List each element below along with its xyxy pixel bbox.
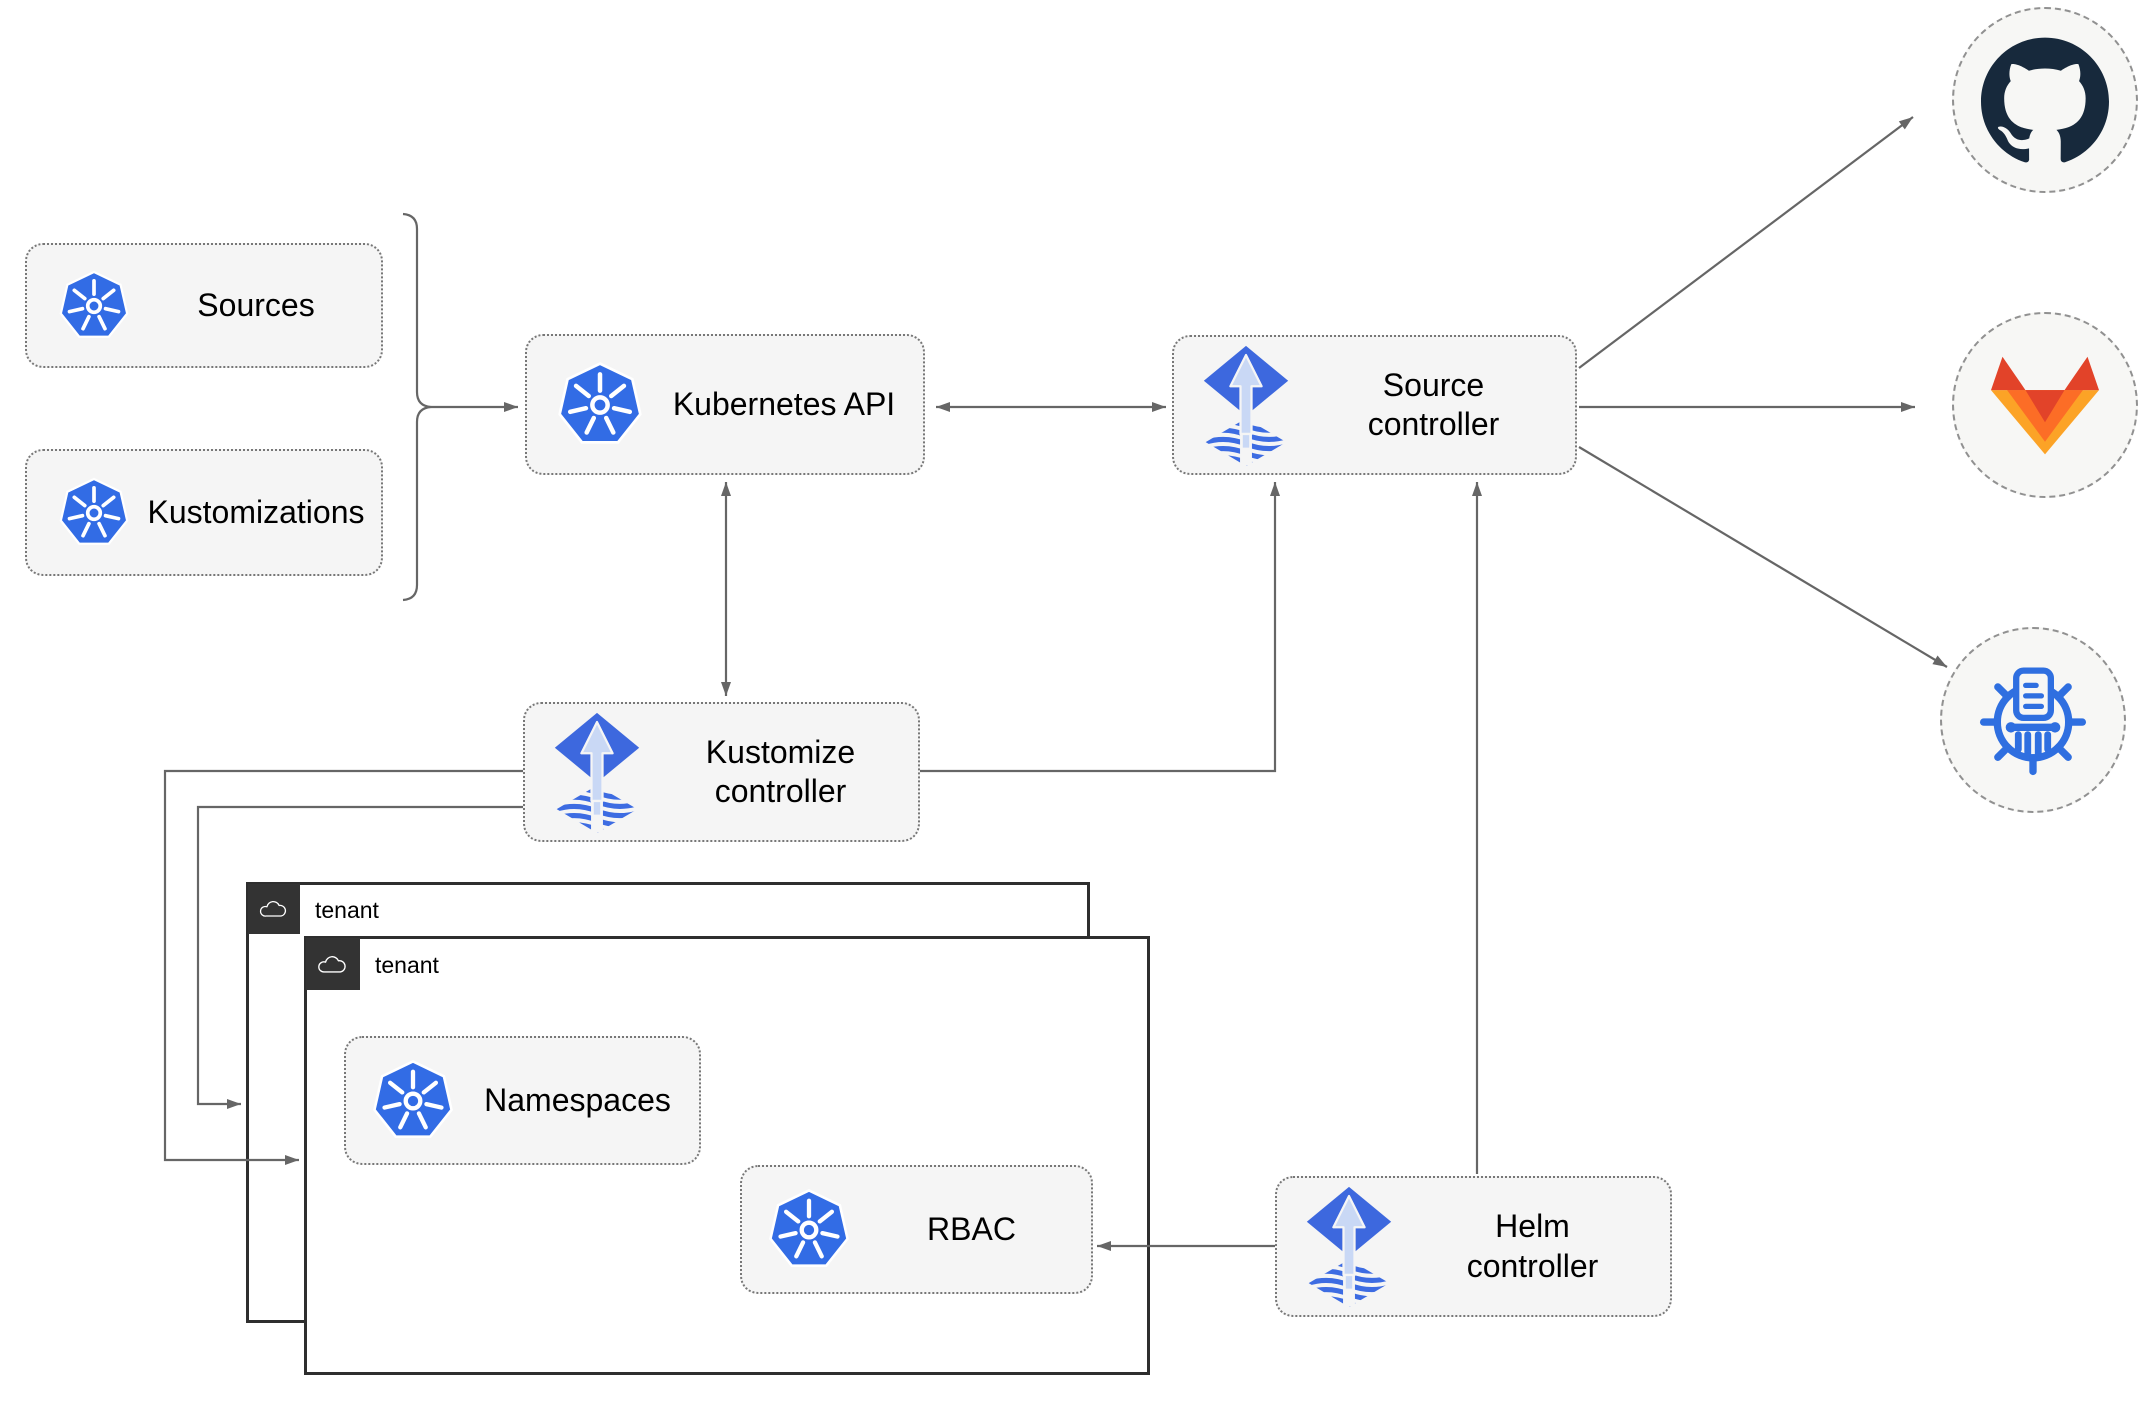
helm-controller-box: Helm controller bbox=[1275, 1176, 1672, 1317]
cloud-icon bbox=[306, 938, 360, 990]
kubernetes-icon bbox=[27, 269, 131, 343]
github-provider-circle bbox=[1952, 7, 2138, 193]
cloud-icon bbox=[248, 884, 300, 934]
github-icon bbox=[1981, 37, 2109, 163]
kubernetes-icon bbox=[27, 476, 131, 550]
tenant-front-label: tenant bbox=[375, 952, 439, 978]
kubernetes-icon bbox=[742, 1187, 852, 1273]
gitlab-icon bbox=[1991, 356, 2099, 455]
kubernetes-api-label: Kubernetes API bbox=[672, 385, 896, 422]
tenant-box-front: tenant Namespaces RBAC CRDs bbox=[304, 936, 1150, 1375]
kubernetes-icon bbox=[527, 360, 645, 450]
connector-kustomize-to-source bbox=[920, 482, 1280, 773]
flux-icon bbox=[525, 712, 643, 833]
kustomize-controller-label: Kustomize controller bbox=[705, 733, 856, 809]
chartmuseum-provider-circle bbox=[1940, 627, 2126, 813]
kustomize-controller-box: Kustomize controller bbox=[523, 702, 920, 842]
connector-source-to-chartmuseum bbox=[1578, 446, 1948, 668]
kubernetes-api-box: Kubernetes API bbox=[525, 334, 925, 475]
rbac-box: RBAC bbox=[740, 1165, 1093, 1294]
chartmuseum-icon bbox=[1979, 667, 2087, 776]
source-controller-box: Source controller bbox=[1172, 335, 1577, 475]
kubernetes-icon bbox=[346, 1058, 456, 1144]
connector-source-to-github bbox=[1578, 116, 1914, 369]
gitlab-provider-circle bbox=[1952, 312, 2138, 498]
source-controller-label: Source controller bbox=[1367, 366, 1500, 442]
namespaces-box: Namespaces bbox=[344, 1036, 701, 1165]
kustomizations-box: Kustomizations bbox=[25, 449, 383, 576]
flux-icon bbox=[1174, 345, 1292, 466]
rbac-label: RBAC bbox=[927, 1210, 1016, 1247]
tenant-back-label: tenant bbox=[315, 897, 379, 923]
sources-label: Sources bbox=[197, 286, 315, 323]
kustomizations-label: Kustomizations bbox=[147, 493, 365, 530]
flux-icon bbox=[1277, 1186, 1395, 1307]
helm-controller-label: Helm controller bbox=[1466, 1208, 1599, 1284]
sources-box: Sources bbox=[25, 243, 383, 368]
namespaces-label: Namespaces bbox=[484, 1081, 671, 1118]
bracket-sources-kustomizations bbox=[402, 212, 432, 602]
